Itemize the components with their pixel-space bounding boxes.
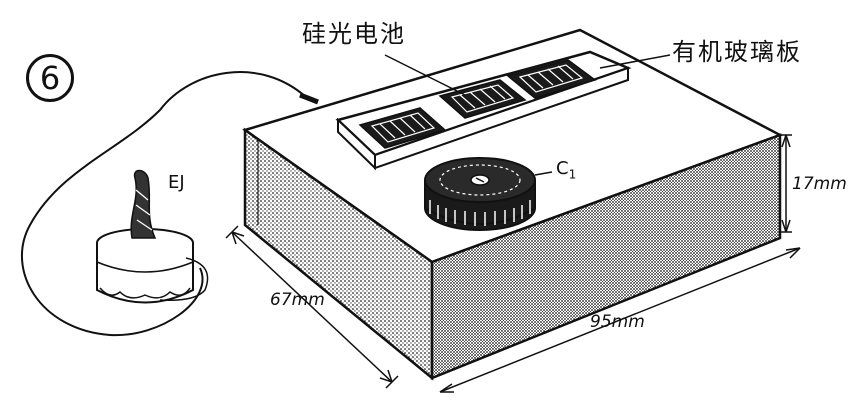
capacitor-label: C1	[556, 160, 576, 181]
box-right-face	[430, 133, 782, 380]
capacitor-knob	[424, 157, 536, 231]
earphone	[96, 169, 209, 304]
depth-dimension-label: 67mm	[270, 290, 325, 310]
capacitor-subscript: 1	[568, 167, 577, 182]
solar-cell-label: 硅光电池	[302, 20, 406, 48]
width-dimension	[439, 247, 801, 393]
height-dimension	[780, 134, 792, 233]
acrylic-leader	[599, 54, 671, 69]
earphone-label: EJ	[168, 172, 185, 193]
acrylic-plate-label: 有机玻璃板	[672, 38, 802, 66]
solar-leader	[384, 54, 466, 96]
height-dimension-label: 17mm	[792, 174, 847, 194]
depth-dimension	[225, 225, 399, 389]
solar-cells	[358, 59, 597, 149]
figure-number: 6	[26, 54, 74, 102]
width-dimension-label: 95mm	[590, 312, 645, 332]
earphone-cable	[20, 71, 308, 337]
capacitor-symbol: C	[556, 158, 569, 179]
capacitor-leader	[534, 171, 553, 176]
